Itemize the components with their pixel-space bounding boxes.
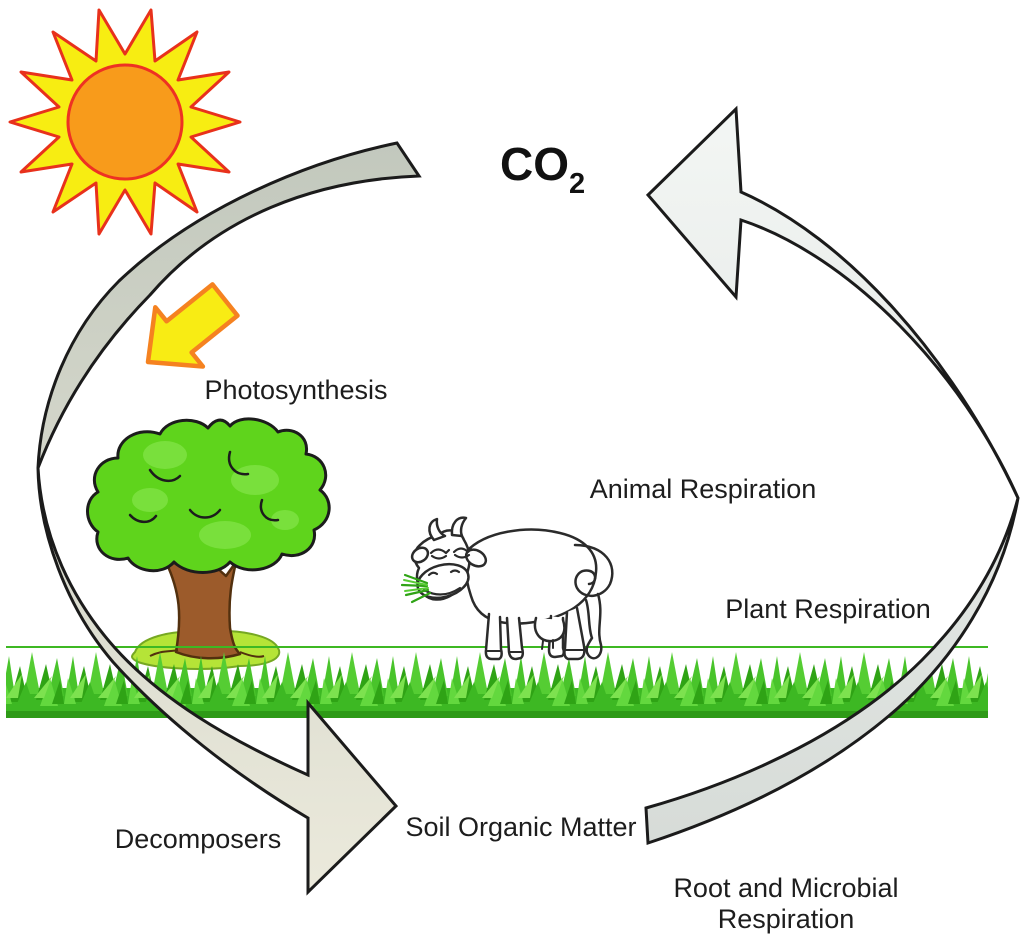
- cow-udder: [533, 616, 566, 643]
- cow-ear-left: [410, 546, 430, 564]
- animal-respiration-label: Animal Respiration: [589, 474, 817, 504]
- sun-icon: [8, 8, 242, 236]
- cow-hoof-lines: [486, 649, 584, 653]
- cow-teats: [541, 639, 554, 650]
- cow-grass-bite-light: [403, 579, 429, 592]
- cycle-arrow-to-soil-icon: [36, 141, 422, 896]
- cow-grass-bite: [400, 573, 432, 604]
- cow-ear-right: [464, 548, 488, 568]
- tree-foliage-highlights: [132, 441, 299, 549]
- cycle-arrow-to-co2-icon: [644, 105, 1020, 846]
- cow-hind-leg-front: [563, 606, 586, 661]
- co2-main: CO: [500, 138, 569, 190]
- cow-front-leg-right: [505, 616, 525, 661]
- co2-subscript: 2: [569, 168, 586, 200]
- decomposers-label: Decomposers: [114, 824, 282, 854]
- root-microbial-line2: Respiration: [717, 904, 855, 934]
- cow-tail: [584, 592, 603, 660]
- cow-body: [464, 528, 598, 625]
- plant-respiration-label: Plant Respiration: [725, 594, 931, 624]
- root-microbial-line1: Root and Microbial: [673, 873, 899, 903]
- tree-foliage-detail: [128, 450, 280, 524]
- cow-tail-curl: [573, 543, 614, 597]
- tree-icon: [86, 417, 331, 670]
- cow-horn-right: [450, 516, 468, 538]
- cow-front-leg-left: [484, 612, 503, 661]
- cow-face-lines: [422, 547, 473, 596]
- soil-organic-matter-label: Soil Organic Matter: [405, 812, 637, 842]
- cow-icon: [400, 516, 614, 661]
- root-microbial-respiration-label: Root and Microbial Respiration: [673, 873, 898, 935]
- sun-core: [66, 63, 184, 181]
- tree-foliage: [86, 417, 331, 574]
- co2-label: CO2: [500, 137, 585, 200]
- cow-horn-left: [428, 517, 447, 542]
- sunlight-down-arrow-icon: [145, 282, 240, 369]
- photosynthesis-label: Photosynthesis: [204, 375, 388, 405]
